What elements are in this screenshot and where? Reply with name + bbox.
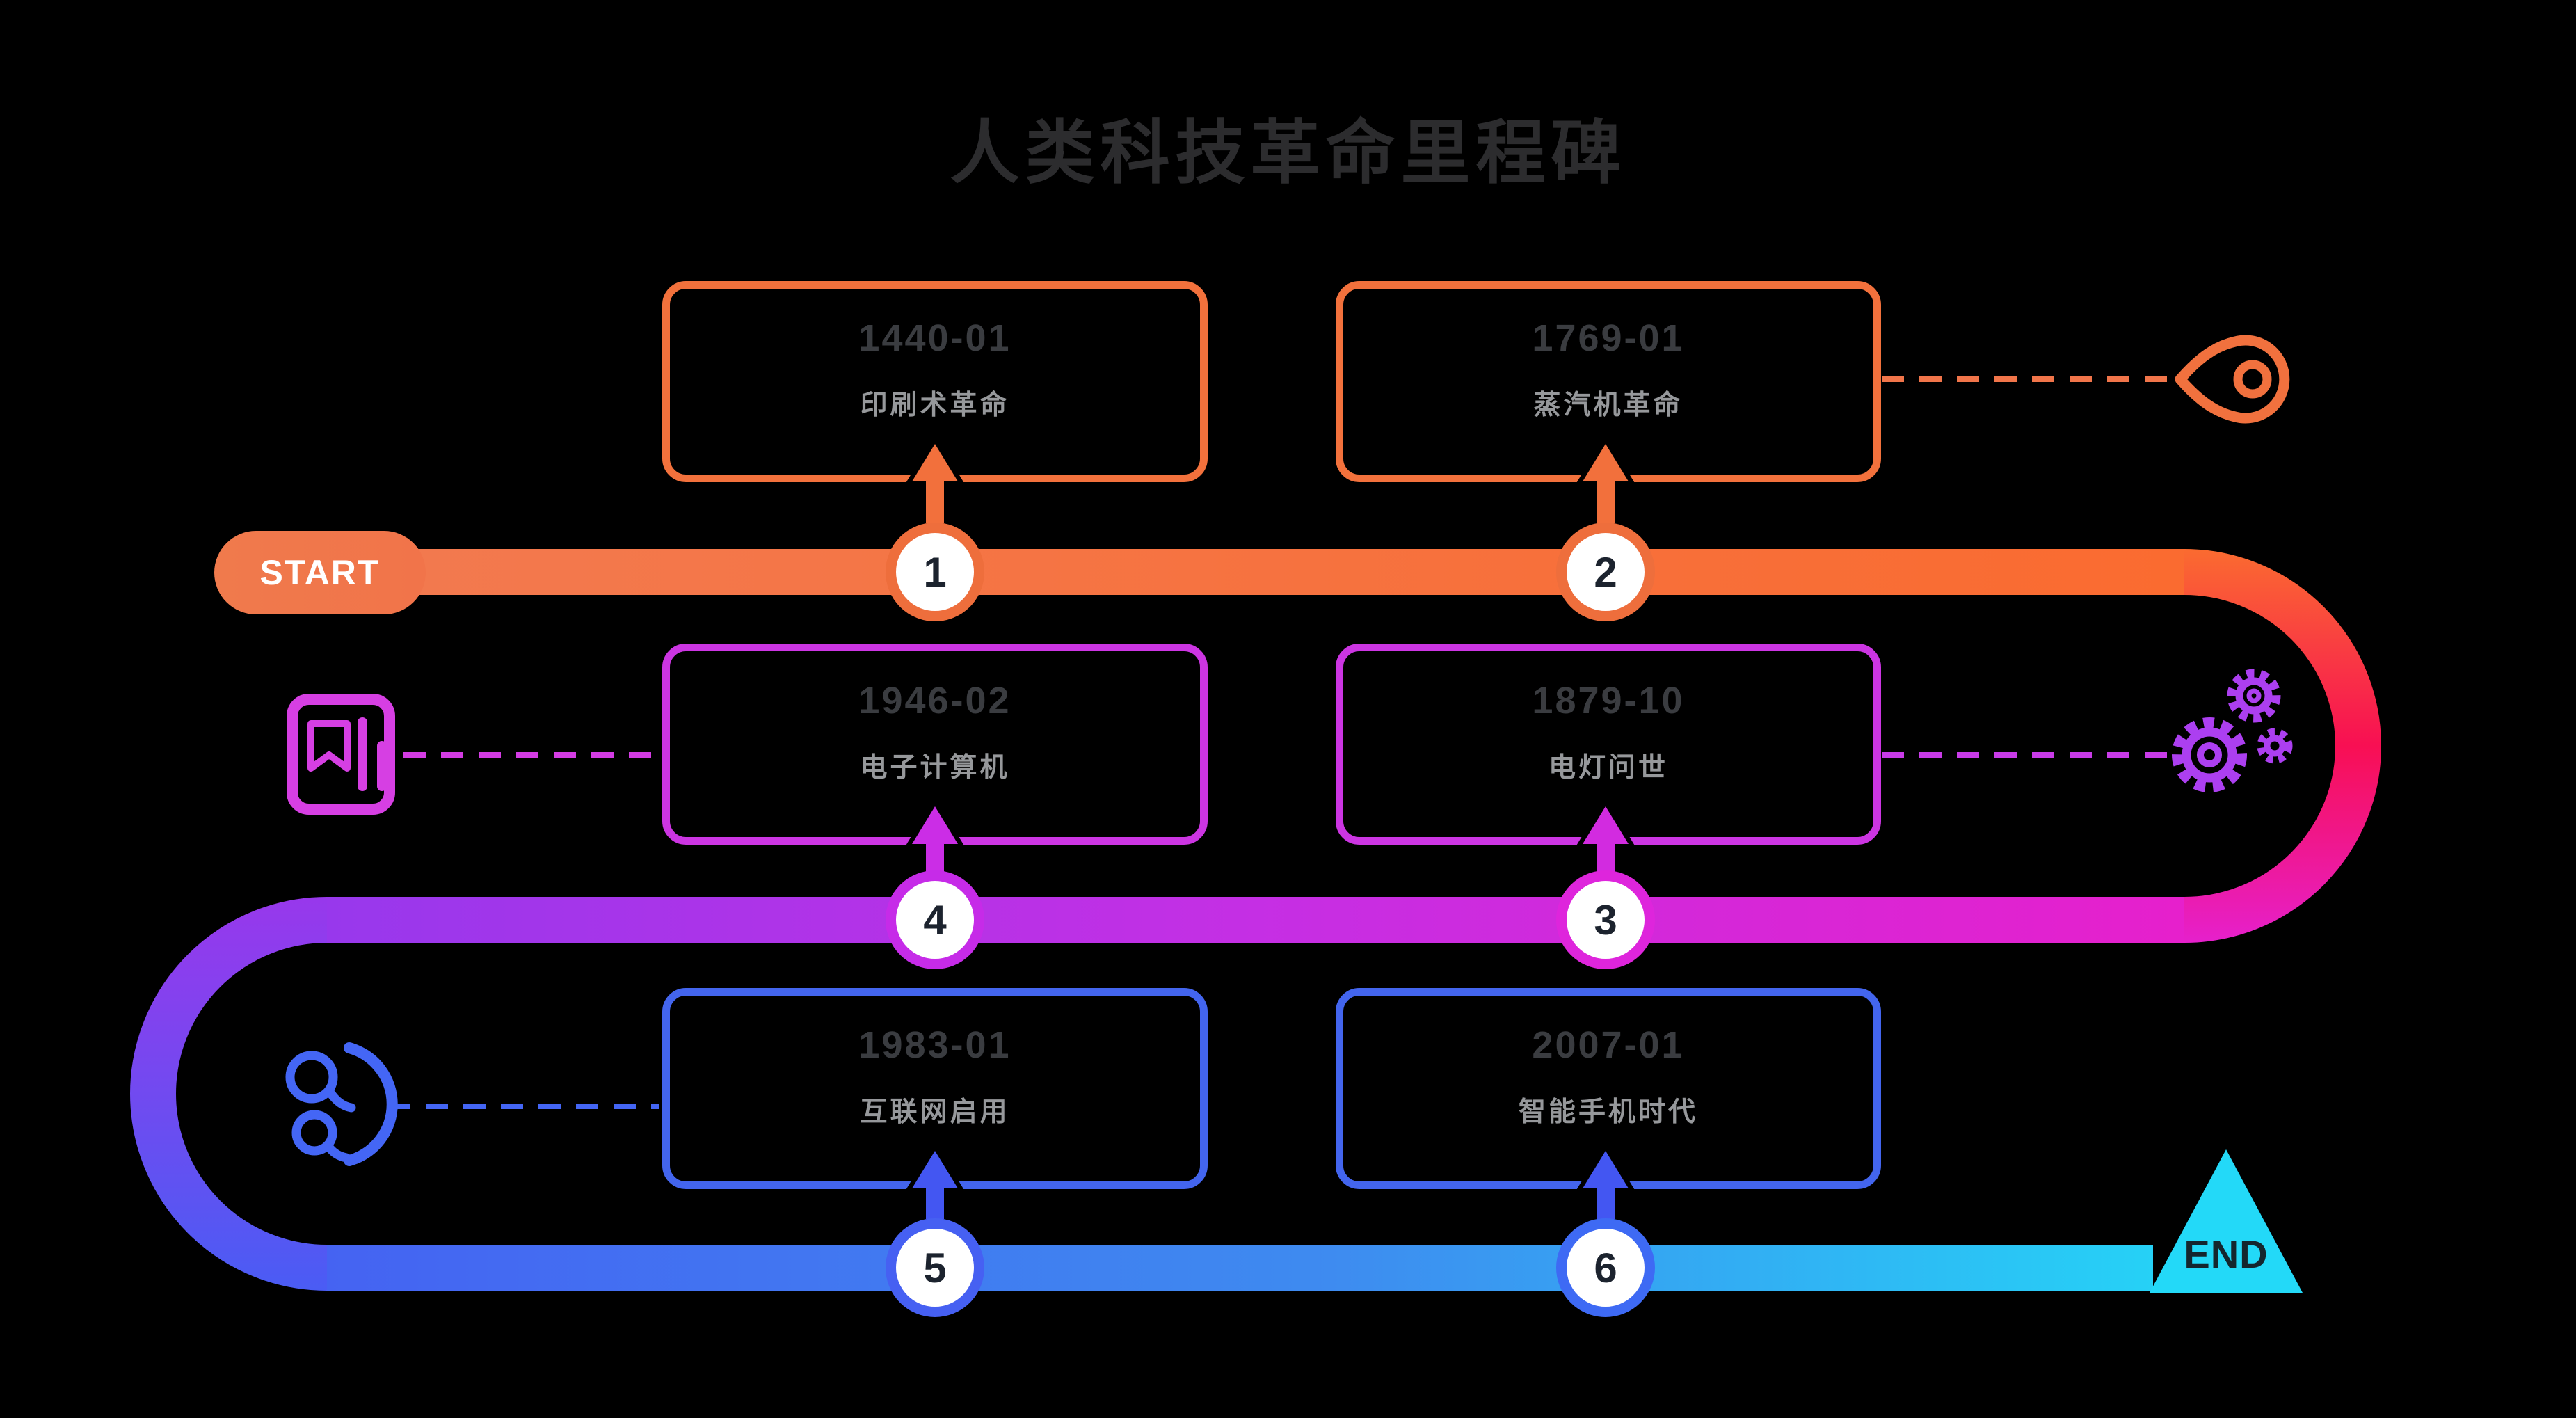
- node-number: 1: [923, 548, 947, 596]
- milestone-card-4[interactable]: 1946-02 电子计算机: [662, 644, 1208, 845]
- milestone-card-2[interactable]: 1769-01 蒸汽机革命: [1336, 281, 1881, 482]
- node-number: 3: [1594, 896, 1617, 943]
- milestone-date: 2007-01: [1532, 1024, 1685, 1066]
- track-turn-right: [2184, 549, 2381, 943]
- milestone-label: 印刷术革命: [860, 390, 1010, 420]
- track-turn-left: [130, 897, 328, 1291]
- node-2[interactable]: 2: [1556, 523, 1655, 621]
- milestone-card-3[interactable]: 1879-10 电灯问世: [1336, 644, 1881, 845]
- page-title: 人类科技革命里程碑: [950, 114, 1626, 192]
- map-pin-icon: [2175, 335, 2290, 424]
- node-5[interactable]: 5: [886, 1218, 984, 1317]
- node-number: 6: [1594, 1244, 1617, 1291]
- milestone-label: 互联网启用: [860, 1097, 1010, 1127]
- start-pill[interactable]: START: [214, 531, 426, 614]
- milestone-label: 蒸汽机革命: [1533, 390, 1683, 420]
- milestone-date: 1983-01: [858, 1024, 1011, 1066]
- milestone-date: 1769-01: [1532, 317, 1685, 359]
- node-3[interactable]: 3: [1556, 870, 1655, 969]
- node-number: 2: [1594, 548, 1617, 596]
- end-label: END: [2184, 1232, 2269, 1276]
- node-1[interactable]: 1: [886, 523, 984, 621]
- node-number: 5: [923, 1244, 947, 1291]
- node-4[interactable]: 4: [886, 870, 984, 969]
- milestone-label: 智能手机时代: [1518, 1097, 1698, 1127]
- milestone-date: 1879-10: [1532, 680, 1685, 722]
- milestone-label: 电灯问世: [1548, 753, 1668, 783]
- snake-track: [130, 549, 2381, 1291]
- milestone-label: 电子计算机: [860, 753, 1010, 783]
- milestone-card-1[interactable]: 1440-01 印刷术革命: [662, 281, 1208, 482]
- milestone-date: 1946-02: [858, 680, 1011, 722]
- milestone-card-6[interactable]: 2007-01 智能手机时代: [1336, 988, 1881, 1189]
- gears-icon: [2172, 669, 2293, 792]
- milestone-date: 1440-01: [858, 317, 1011, 359]
- people-icon: [285, 1042, 398, 1166]
- node-6[interactable]: 6: [1556, 1218, 1655, 1317]
- dashed-connectors: [388, 376, 2172, 1109]
- milestone-card-5[interactable]: 1983-01 互联网启用: [662, 988, 1208, 1189]
- certificate-icon: [287, 694, 395, 815]
- node-number: 4: [923, 896, 947, 943]
